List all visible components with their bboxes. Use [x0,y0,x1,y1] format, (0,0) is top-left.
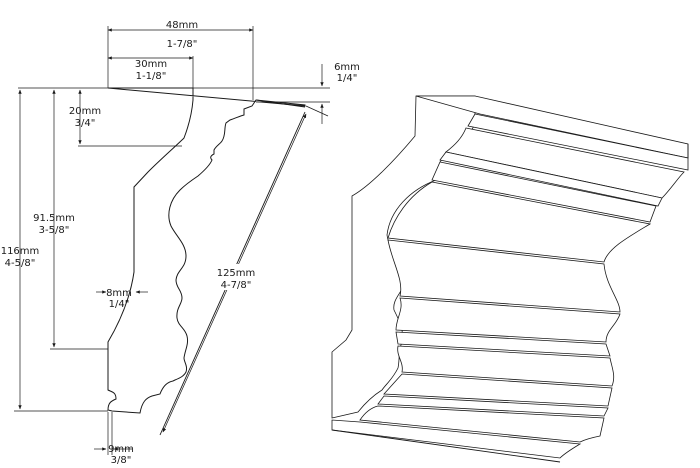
dim-48mm-metric: 48mm [166,20,198,31]
dim-20mm-metric: 20mm [69,106,101,117]
profile-section: 48mm 1-7/8" 30mm 1-1/8" 6mm 1/4" 20mm 3/… [1,20,360,466]
dim-30mm-metric: 30mm [135,59,167,70]
band-ogee-upper [387,181,652,263]
band-lower-flat [383,373,613,407]
band-ogee-lower [387,239,621,313]
dim-9mm-metric: 9mm [108,444,134,455]
band-step [439,151,663,207]
band-bead [395,297,621,343]
dim-116mm-metric: 116mm [1,246,40,257]
dim-20mm-imperial: 3/4" [75,118,96,129]
dim-125mm-imperial: 4-7/8" [221,280,252,291]
band-base [359,405,605,443]
dim-91mm-imperial: 3-5/8" [39,225,70,236]
band-flat [431,161,657,223]
ext-line-125mm-top [305,105,329,117]
band-lower-step [377,395,609,417]
molding-profile-outline [107,87,306,414]
dim-30mm-imperial: 1-1/8" [136,71,167,82]
dim-6mm-imperial: 1/4" [337,73,358,84]
top-edge [255,99,306,108]
band-astragal [397,345,615,387]
dim-9mm-imperial: 3/8" [111,455,132,466]
band-bottom-cove [331,419,582,459]
dim-116mm-imperial: 4-5/8" [5,258,36,269]
dim-48mm-imperial: 1-7/8" [167,39,198,50]
perspective-view [331,95,689,463]
bottom-edge [331,429,561,463]
dim-6mm-metric: 6mm [334,62,360,73]
dim-91mm-metric: 91.5mm [33,213,75,224]
dim-125mm-label-bg [214,264,260,290]
band-small-fillet [395,331,611,357]
band-fillet-top [467,113,689,171]
dim-8mm-metric: 8mm [106,288,132,299]
dim-8mm-imperial: 1/4" [109,299,130,310]
dim-125mm-metric: 125mm [217,268,256,279]
